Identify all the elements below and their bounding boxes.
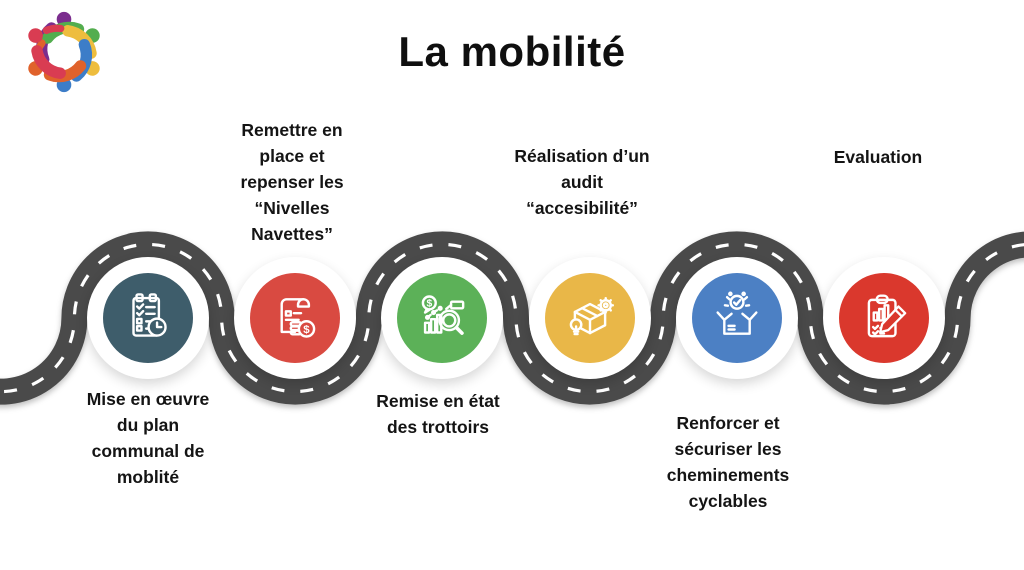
svg-text:$: $ — [303, 324, 310, 336]
step-5-circle — [691, 273, 782, 363]
step-2-circle: $ — [250, 273, 341, 363]
step-4-label: Réalisation d’un audit “accesibilité” — [514, 146, 650, 218]
road-asphalt — [0, 231, 1024, 405]
step-5-label: Renforcer et sécuriser les cheminements … — [666, 413, 790, 511]
step-1-circle — [103, 273, 193, 363]
step-2-label: Remettre en place et repenser les “Nivel… — [240, 120, 344, 244]
step-3-label: Remise en état des trottoirs — [376, 391, 500, 437]
step-6-label: Evaluation — [833, 147, 923, 167]
svg-text:$: $ — [427, 299, 433, 310]
open-box-check-icon — [716, 291, 758, 335]
logo-person-red — [28, 24, 66, 79]
chart-analysis-icon: $ — [422, 295, 465, 335]
step-6-circle — [839, 273, 929, 363]
clipboard-pencil-icon — [867, 294, 907, 338]
page-title: La mobilité — [398, 28, 626, 75]
checklist-clock-icon — [132, 293, 167, 337]
package-gear-icon — [569, 296, 614, 336]
budget-document-icon: $ — [280, 298, 316, 338]
step-1-label: Mise en œuvre du plan communal de moblit… — [86, 389, 210, 487]
step-3-circle: $ — [397, 273, 488, 363]
community-people-logo — [28, 11, 100, 93]
step-4-circle — [544, 273, 635, 363]
